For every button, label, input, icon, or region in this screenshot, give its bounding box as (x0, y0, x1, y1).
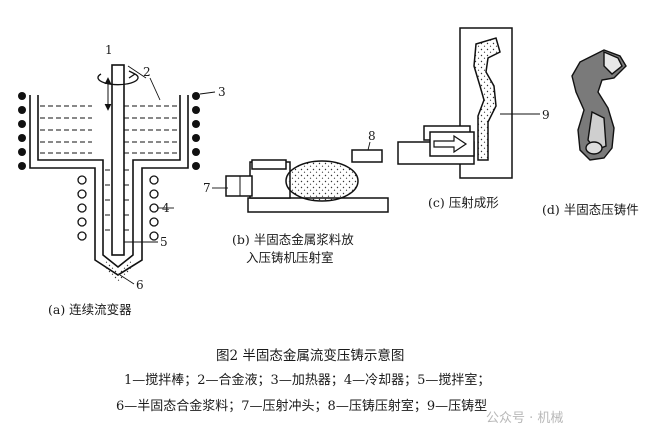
caption-b-line2: 入压铸机压射室 (246, 250, 334, 265)
figure-title: 图2 半固态金属流变压铸示意图 (216, 347, 404, 364)
alloy-liquid (40, 105, 178, 231)
heater-3 (18, 92, 200, 170)
label-7: 7 (203, 181, 211, 195)
shot-chamber-8 (351, 149, 383, 163)
shot-arrow (433, 134, 468, 154)
label-8: 8 (368, 129, 376, 143)
semisolid-slurry (105, 258, 131, 282)
stirring-rod (111, 64, 125, 256)
caption-c: (c) 压射成形 (428, 195, 499, 210)
label-4: 4 (162, 201, 170, 215)
diagram-b-shot-sleeve (212, 141, 389, 213)
slurry-blob (285, 160, 359, 202)
rotation-arrow (97, 73, 139, 86)
caption-a: (a) 连续流变器 (48, 302, 132, 317)
caption-d: (d) 半固态压铸件 (542, 202, 639, 217)
label-3: 3 (218, 85, 226, 99)
label-9: 9 (542, 108, 550, 122)
label-1: 1 (105, 43, 113, 57)
label-2: 2 (143, 65, 151, 79)
label-6: 6 (136, 278, 144, 292)
label-5: 5 (160, 235, 168, 249)
cooler-4 (77, 175, 159, 241)
diagram-c-injection (397, 27, 540, 179)
watermark: 公众号 · 机械 (486, 411, 563, 426)
diagram-a-rheo-converter (18, 64, 216, 285)
legend-line-1: 1—搅拌棒；2—合金液；3—加热器；4—冷却器；5—搅拌室； (124, 372, 490, 388)
caption-b-line1: (b) 半固态金属浆料放 (232, 232, 354, 247)
diagram-d-casting (571, 49, 627, 161)
legend-line-2: 6—半固态合金浆料；7—压射冲头；8—压铸压射室；9—压铸型 (116, 398, 487, 414)
